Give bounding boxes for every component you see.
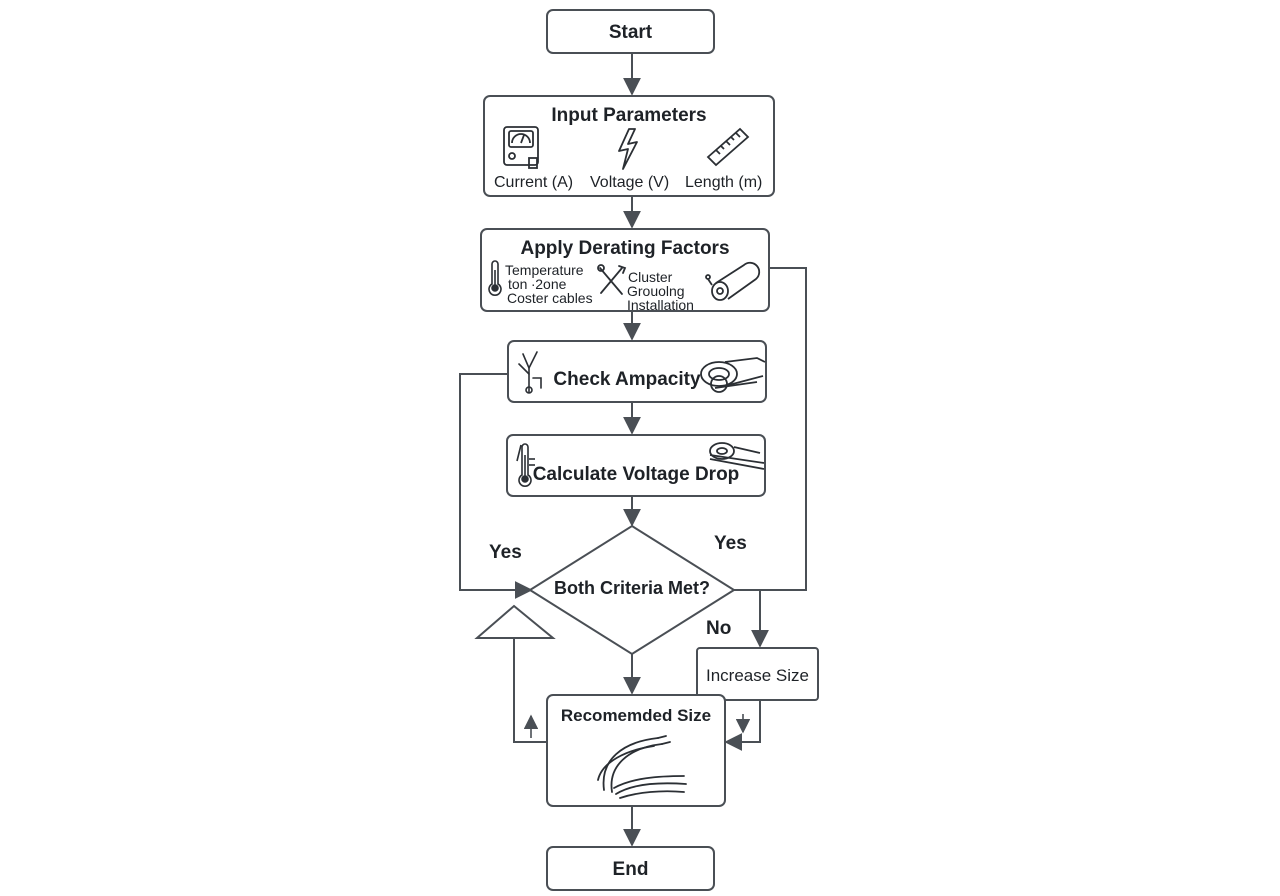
calculate-voltage-drop-label: Calculate Voltage Drop: [532, 464, 740, 485]
start-label: Start: [608, 22, 653, 43]
yes-right-label: Yes: [714, 533, 747, 554]
cable-coil-icon: [700, 357, 766, 393]
end-node: End: [546, 846, 715, 891]
derating-factors-node: Apply Derating Factors Temperature ton ∙…: [480, 228, 770, 312]
thermometer-icon: [516, 443, 535, 487]
derating-factors-title: Apply Derating Factors: [520, 238, 730, 259]
temperature-label-line1: Temperature: [505, 262, 584, 278]
loop-triangle: [474, 604, 556, 639]
check-ampacity-label: Check Ampacity: [553, 369, 701, 390]
calculate-voltage-drop-node: Calculate Voltage Drop: [506, 434, 766, 497]
increase-size-label: Increase Size: [706, 666, 809, 685]
arrow-yes-left-loop: [459, 373, 533, 599]
arrow-increase-recommended: [724, 701, 761, 751]
cluster-label-line3: Installation: [627, 297, 694, 313]
tools-icon: [597, 264, 627, 295]
arrow-yes-right-loop: [734, 267, 807, 591]
check-ampacity-node: Check Ampacity: [507, 340, 767, 403]
input-parameters-node: Input Parameters Current (A) Voltage (V)…: [483, 95, 775, 197]
wire-icon: [518, 351, 542, 394]
end-label: End: [612, 859, 649, 880]
start-node: Start: [546, 9, 715, 54]
arrow-recommended-left: [513, 636, 547, 743]
recommended-size-label: Recomemded Size: [560, 706, 712, 725]
cluster-label-line1: Cluster: [628, 269, 673, 285]
input-parameters-title: Input Parameters: [551, 105, 707, 126]
temperature-label-line2: ton ∙2one: [508, 276, 567, 292]
arrow-no-increase: [734, 589, 769, 648]
increase-size-node: Increase Size: [696, 647, 819, 701]
decision-label: Both Criteria Met?: [553, 578, 710, 598]
length-label: Length (m): [685, 174, 763, 191]
current-label: Current (A): [494, 174, 574, 191]
recommended-size-node: Recomemded Size: [546, 694, 726, 807]
decision-diamond: [528, 524, 736, 656]
thermometer-icon: [488, 260, 502, 296]
yes-left-label: Yes: [489, 542, 522, 563]
voltage-label: Voltage (V): [590, 174, 670, 191]
meter-icon: [503, 126, 539, 169]
cable-drum-icon: [705, 261, 761, 301]
ruler-icon: [706, 127, 750, 167]
no-label: No: [706, 618, 732, 639]
temperature-label-line3: Coster cables: [507, 290, 593, 306]
cable-bundle-icon: [597, 735, 687, 799]
cable-coil-icon: [709, 442, 765, 470]
lightning-icon: [618, 128, 638, 170]
cluster-label-line2: Grouolng: [627, 283, 685, 299]
